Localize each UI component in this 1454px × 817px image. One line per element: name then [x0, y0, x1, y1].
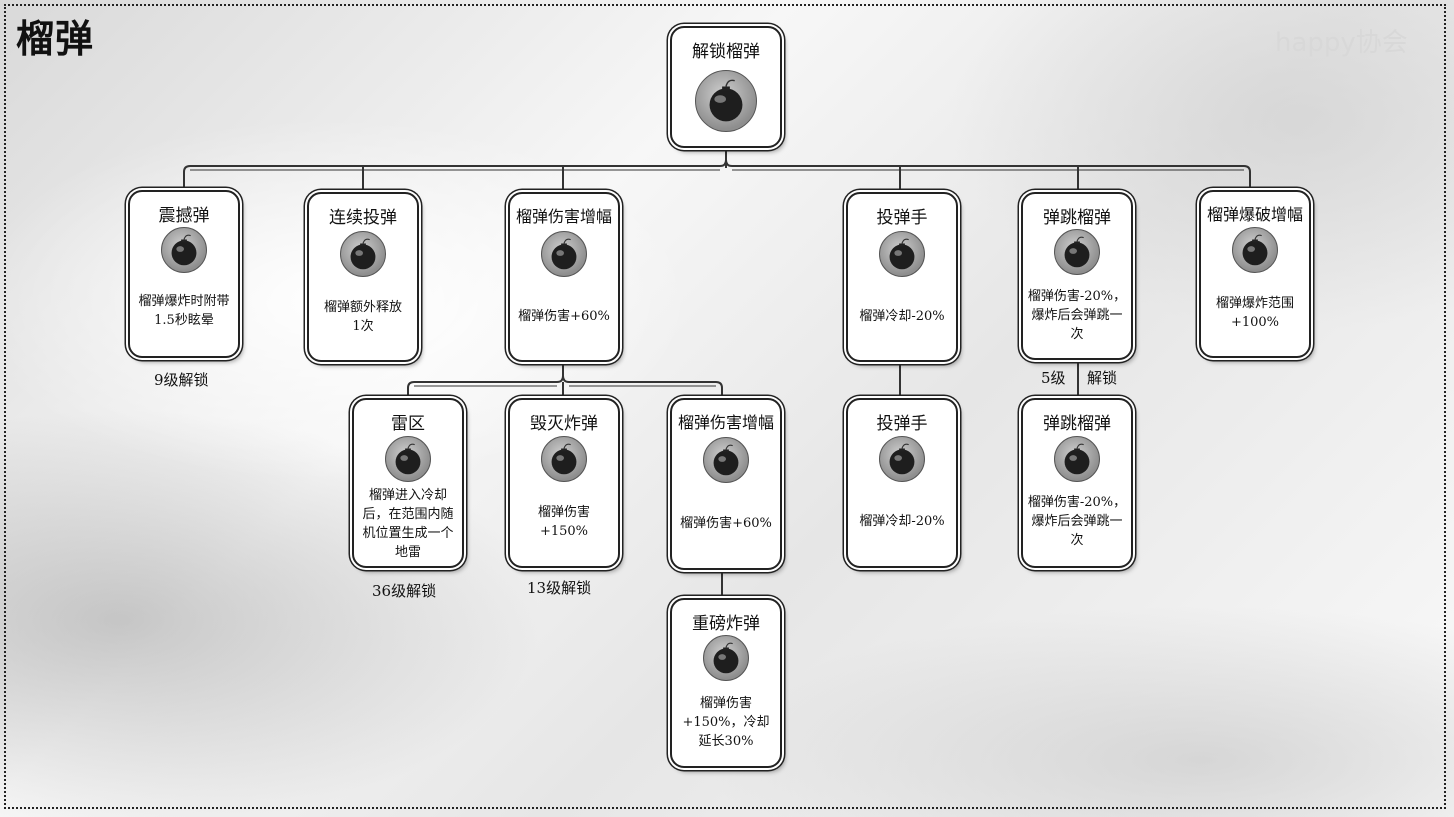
node-title: 重磅炸弹 — [692, 614, 760, 634]
node-title: 连续投弹 — [329, 208, 397, 228]
node-title: 雷区 — [391, 414, 425, 434]
grenade-icon — [695, 70, 757, 132]
grenade-icon — [340, 231, 386, 277]
node-unlock-grenade[interactable]: 解锁榴弹 — [670, 26, 782, 148]
grenade-icon — [1232, 227, 1278, 273]
node-annihilation-bomb[interactable]: 毁灭炸弹 榴弹伤害+150% — [508, 398, 620, 568]
node-title: 榴弹爆破增幅 — [1206, 205, 1303, 224]
node-description: 榴弹爆炸范围+100% — [1215, 296, 1294, 330]
grenade-icon — [541, 231, 587, 277]
node-title: 投弹手 — [876, 208, 928, 228]
unlock-label: 9级解锁 — [154, 371, 209, 389]
node-description: 榴弹冷却-20% — [859, 309, 945, 324]
node-minefield[interactable]: 雷区 榴弹进入冷却后，在范围内随机位置生成一个地雷 — [352, 398, 464, 568]
node-bouncing-grenade-2[interactable]: 弹跳榴弹 榴弹伤害-20%，爆炸后会弹跳一次 — [1021, 398, 1133, 568]
node-title: 震撼弹 — [158, 206, 210, 226]
node-grenade-damage-amp[interactable]: 榴弹伤害增幅 榴弹伤害+60% — [508, 192, 620, 362]
grenade-icon — [879, 231, 925, 277]
grenade-icon — [703, 635, 749, 681]
node-description: 榴弹进入冷却后，在范围内随机位置生成一个地雷 — [362, 488, 454, 560]
node-description: 榴弹额外释放1次 — [323, 300, 402, 334]
unlock-label: 13级解锁 — [527, 579, 592, 597]
unlock-label-text: 解锁 — [1087, 369, 1118, 387]
grenade-icon — [703, 437, 749, 483]
node-title: 弹跳榴弹 — [1043, 208, 1111, 228]
node-title: 弹跳榴弹 — [1043, 414, 1111, 434]
unlock-label: 36级解锁 — [372, 582, 437, 600]
node-title: 榴弹伤害增幅 — [677, 413, 774, 432]
page-title: 榴弹 — [16, 17, 95, 61]
node-description: 榴弹伤害+150%，冷却延长30% — [682, 696, 770, 749]
node-description: 榴弹伤害+60% — [518, 309, 610, 324]
node-description: 榴弹爆炸时附带1.5秒眩晕 — [138, 294, 230, 328]
node-grenade-damage-amp-2[interactable]: 榴弹伤害增幅 榴弹伤害+60% — [670, 398, 782, 570]
node-grenadier[interactable]: 投弹手 榴弹冷却-20% — [846, 192, 958, 362]
node-title: 投弹手 — [876, 414, 928, 434]
grenade-icon — [541, 436, 587, 482]
grenade-icon — [161, 227, 207, 273]
node-continuous-throw[interactable]: 连续投弹 榴弹额外释放1次 — [307, 192, 419, 362]
node-blast-amp[interactable]: 榴弹爆破增幅 榴弹爆炸范围+100% — [1199, 190, 1311, 358]
node-description: 榴弹伤害-20%，爆炸后会弹跳一次 — [1027, 495, 1127, 548]
grenade-icon — [879, 436, 925, 482]
node-description: 榴弹伤害-20%，爆炸后会弹跳一次 — [1027, 289, 1127, 342]
node-heavy-bomb[interactable]: 重磅炸弹 榴弹伤害+150%，冷却延长30% — [670, 598, 782, 768]
node-title: 解锁榴弹 — [692, 42, 760, 62]
unlock-label-level: 5级 — [1041, 369, 1066, 387]
grenade-icon — [1054, 229, 1100, 275]
watermark: happy协会 — [1275, 28, 1408, 58]
node-description: 榴弹冷却-20% — [859, 514, 945, 529]
node-shock-grenade[interactable]: 震撼弹 榴弹爆炸时附带1.5秒眩晕 — [128, 190, 240, 358]
node-title: 毁灭炸弹 — [530, 414, 598, 434]
node-description: 榴弹伤害+150% — [537, 505, 590, 539]
node-title: 榴弹伤害增幅 — [515, 207, 612, 226]
grenade-icon — [385, 436, 431, 482]
grenade-icon — [1054, 436, 1100, 482]
node-description: 榴弹伤害+60% — [680, 516, 772, 531]
node-bouncing-grenade[interactable]: 弹跳榴弹 榴弹伤害-20%，爆炸后会弹跳一次 — [1021, 192, 1133, 360]
node-grenadier-2[interactable]: 投弹手 榴弹冷却-20% — [846, 398, 958, 568]
